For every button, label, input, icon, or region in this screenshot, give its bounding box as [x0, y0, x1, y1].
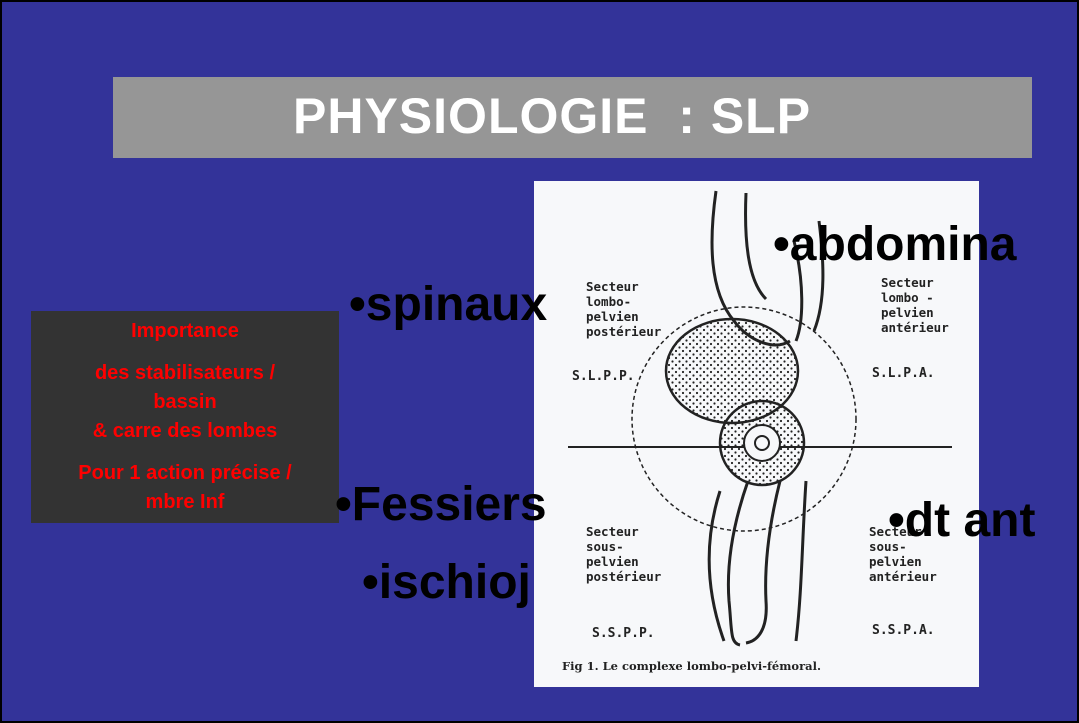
figure-caption: Fig 1. Le complexe lombo-pelvi-fémoral. [562, 659, 821, 673]
label-slp-ant: Secteur lombo - pelvien antérieur [881, 275, 949, 335]
note-line: Importance [31, 317, 339, 346]
bullet-dt-ant: •dt ant [888, 497, 1035, 545]
note-line: bassin [31, 388, 339, 417]
note-line: & carre des lombes [31, 417, 339, 446]
note-line: des stabilisateurs / [31, 359, 339, 388]
bullet-ischioj: •ischioj [362, 559, 531, 607]
title-bar: PHYSIOLOGIE : SLP [113, 77, 1032, 158]
note-line: Pour 1 action précise / [31, 459, 339, 488]
slide-title: PHYSIOLOGIE : SLP [293, 87, 811, 145]
label-ssp-post: Secteur sous- pelvien postérieur [586, 524, 661, 584]
label-slp-post: Secteur lombo- pelvien postérieur [586, 279, 661, 339]
note-line: mbre Inf [31, 488, 339, 517]
code-sspa: S.S.P.A. [872, 623, 935, 638]
bullet-fessiers: •Fessiers [335, 481, 547, 529]
bullet-spinaux: •spinaux [349, 281, 547, 329]
code-slpp: S.L.P.P. [572, 369, 635, 384]
note-box: Importance des stabilisateurs / bassin &… [31, 311, 339, 523]
code-slpa: S.L.P.A. [872, 366, 935, 381]
code-sspp: S.S.P.P. [592, 626, 655, 641]
bullet-abdominaux: •abdomina [773, 221, 1017, 269]
